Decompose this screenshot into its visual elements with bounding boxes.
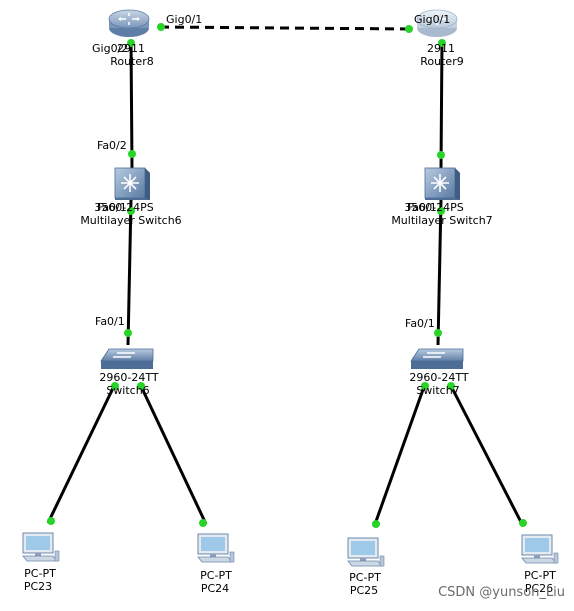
- mls7-name: Multilayer Switch7: [391, 214, 492, 227]
- pc26-device[interactable]: [521, 534, 559, 564]
- pc26-name: PC26: [525, 582, 553, 595]
- switch-icon: [411, 361, 463, 369]
- port-light: [434, 329, 442, 337]
- port-label-r8-gig01: Gig0/1: [166, 13, 202, 26]
- pc25-model: PC-PT: [349, 571, 381, 584]
- link-switch7-pc25[interactable]: [372, 383, 427, 528]
- port-light: [437, 151, 445, 159]
- link-router8-mls6[interactable]: [129, 39, 134, 169]
- multilayer-switch6-device[interactable]: [114, 167, 150, 200]
- multilayer-switch7-device[interactable]: [424, 167, 460, 200]
- router8-device[interactable]: [108, 9, 150, 37]
- mls6-model: 3560-24PS: [94, 201, 154, 214]
- switch-icon: [101, 361, 153, 369]
- port-label-r9-gig01: Gig0/1: [414, 13, 450, 26]
- link-switch7-pc26[interactable]: [448, 383, 525, 527]
- port-light: [128, 150, 136, 158]
- switch7-device[interactable]: [410, 348, 464, 369]
- mls6-name: Multilayer Switch6: [80, 214, 181, 227]
- link-switch6-pc23[interactable]: [46, 383, 117, 524]
- port-light: [111, 382, 119, 390]
- pc26-model: PC-PT: [524, 569, 556, 582]
- link-mls6-switch6[interactable]: [126, 199, 133, 346]
- port-label-r8-gig02: Gig0/2: [92, 42, 128, 55]
- port-light: [372, 520, 380, 528]
- router9-model: 2911: [427, 42, 455, 55]
- port-labels: Gig0/1 Gig0/1 Gig0/2 Fa0/2 Fa0/1 Fa0/1 F…: [92, 13, 450, 330]
- router9-device[interactable]: [416, 9, 458, 37]
- port-light: [199, 519, 207, 527]
- port-light: [137, 382, 145, 390]
- port-light: [438, 39, 446, 47]
- port-light: [157, 23, 165, 31]
- pc24-model: PC-PT: [200, 569, 232, 582]
- pc-icon: [521, 534, 559, 564]
- port-light: [405, 25, 413, 33]
- port-label-mls7-fa01: Fa0/1: [407, 201, 437, 214]
- pc23-device[interactable]: [22, 532, 60, 562]
- port-light: [47, 517, 55, 525]
- port-light: [447, 382, 455, 390]
- pc23-name: PC23: [24, 580, 52, 593]
- switch6-name: Switch6: [106, 384, 149, 397]
- router8-name: Router8: [110, 55, 153, 68]
- links: [46, 25, 525, 528]
- port-label-sw6-fa01: Fa0/1: [95, 315, 125, 328]
- link-mls7-switch7[interactable]: [436, 199, 443, 346]
- pc25-name: PC25: [350, 584, 378, 597]
- link-router9-mls7[interactable]: [439, 39, 444, 169]
- link-router8-router9[interactable]: [159, 25, 411, 31]
- pc24-device[interactable]: [197, 533, 235, 563]
- switch6-device[interactable]: [100, 348, 154, 369]
- port-light: [519, 519, 527, 527]
- port-label-mls6-fa02: Fa0/2: [97, 139, 127, 152]
- device-labels: 2911 Router8 2911 Router9 3560-24PS Mult…: [24, 42, 556, 597]
- port-light: [437, 207, 445, 215]
- link-switch6-pc24[interactable]: [138, 383, 208, 525]
- port-label-sw7-fa01: Fa0/1: [405, 317, 435, 330]
- pc25-device[interactable]: [347, 537, 385, 567]
- switch7-name: Switch7: [416, 384, 459, 397]
- pc23-model: PC-PT: [24, 567, 56, 580]
- pc-icon: [347, 537, 385, 567]
- pc24-name: PC24: [201, 582, 229, 595]
- router8-model: 2911: [117, 42, 145, 55]
- port-label-mls6-fa01: Fa0/1: [97, 201, 127, 214]
- port-light: [127, 207, 135, 215]
- pc-icon: [197, 533, 235, 563]
- port-light: [124, 329, 132, 337]
- switch7-model: 2960-24TT: [409, 371, 468, 384]
- mls7-model: 3560-24PS: [404, 201, 464, 214]
- port-lights: [47, 23, 527, 528]
- router9-name: Router9: [420, 55, 463, 68]
- switch6-model: 2960-24TT: [99, 371, 158, 384]
- pc-icon: [22, 532, 60, 562]
- watermark: CSDN @yunson_Liu: [438, 585, 565, 600]
- port-light: [421, 382, 429, 390]
- port-light: [127, 39, 135, 47]
